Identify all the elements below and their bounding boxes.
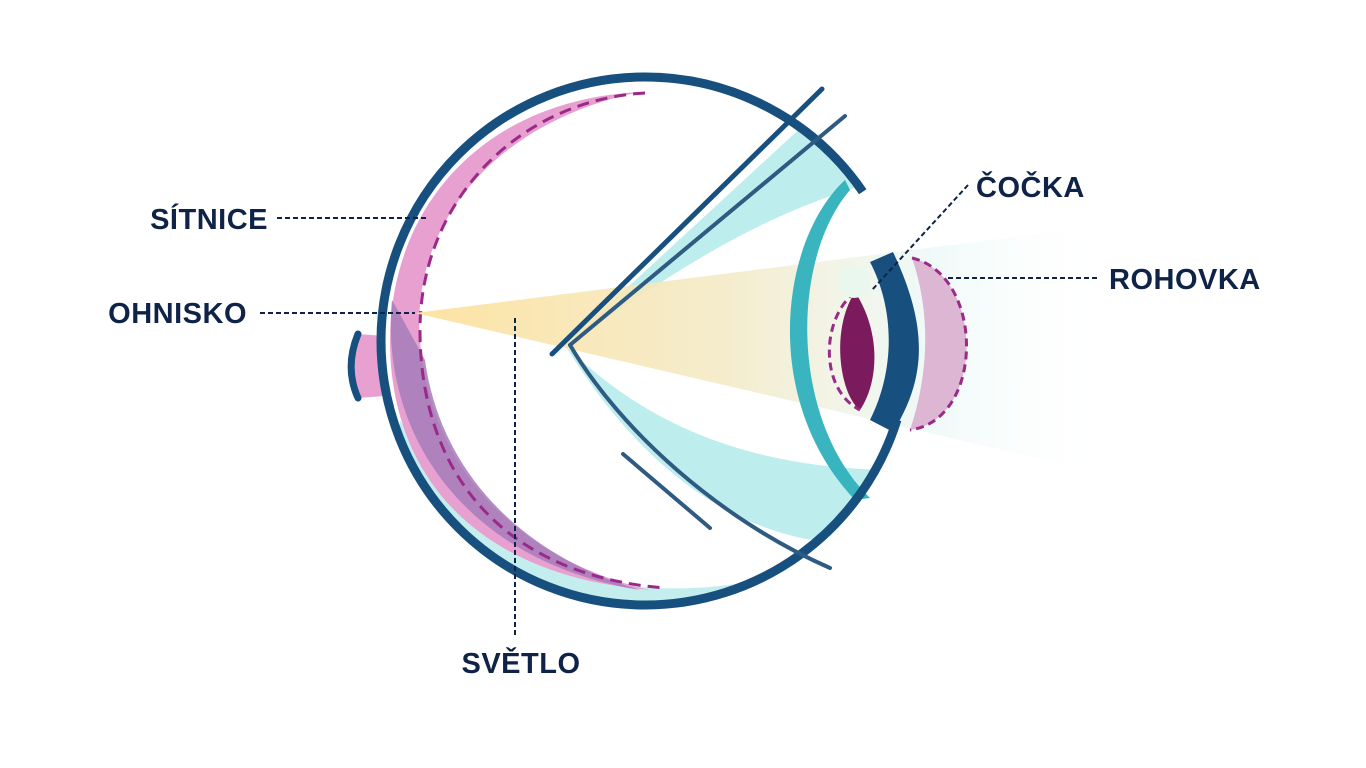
optic-nerve-outline xyxy=(347,330,362,402)
label-lens: ČOČKA xyxy=(976,170,1085,204)
iris xyxy=(870,252,919,432)
cornea-dashed-outline xyxy=(909,256,968,432)
lower-zonule-1 xyxy=(568,343,832,570)
label-light: SVĚTLO xyxy=(461,646,580,680)
retina-dashed-line xyxy=(418,91,666,590)
lower-zonule-2 xyxy=(621,452,712,530)
upper-zonule-1 xyxy=(549,86,825,357)
refracted-beam-lower xyxy=(565,345,900,544)
lens-highlight-dot xyxy=(838,266,870,298)
pupil-dashed-outline xyxy=(827,290,861,412)
label-focus: OHNISKO xyxy=(108,298,247,330)
label-retina: SÍTNICE xyxy=(150,202,268,236)
upper-zonule-2 xyxy=(568,114,847,347)
pupil xyxy=(840,292,875,410)
label-cornea: ROHOVKA xyxy=(1109,264,1261,296)
eyeball-outline xyxy=(376,72,914,610)
cornea xyxy=(910,258,967,430)
lens-ring xyxy=(789,180,870,500)
